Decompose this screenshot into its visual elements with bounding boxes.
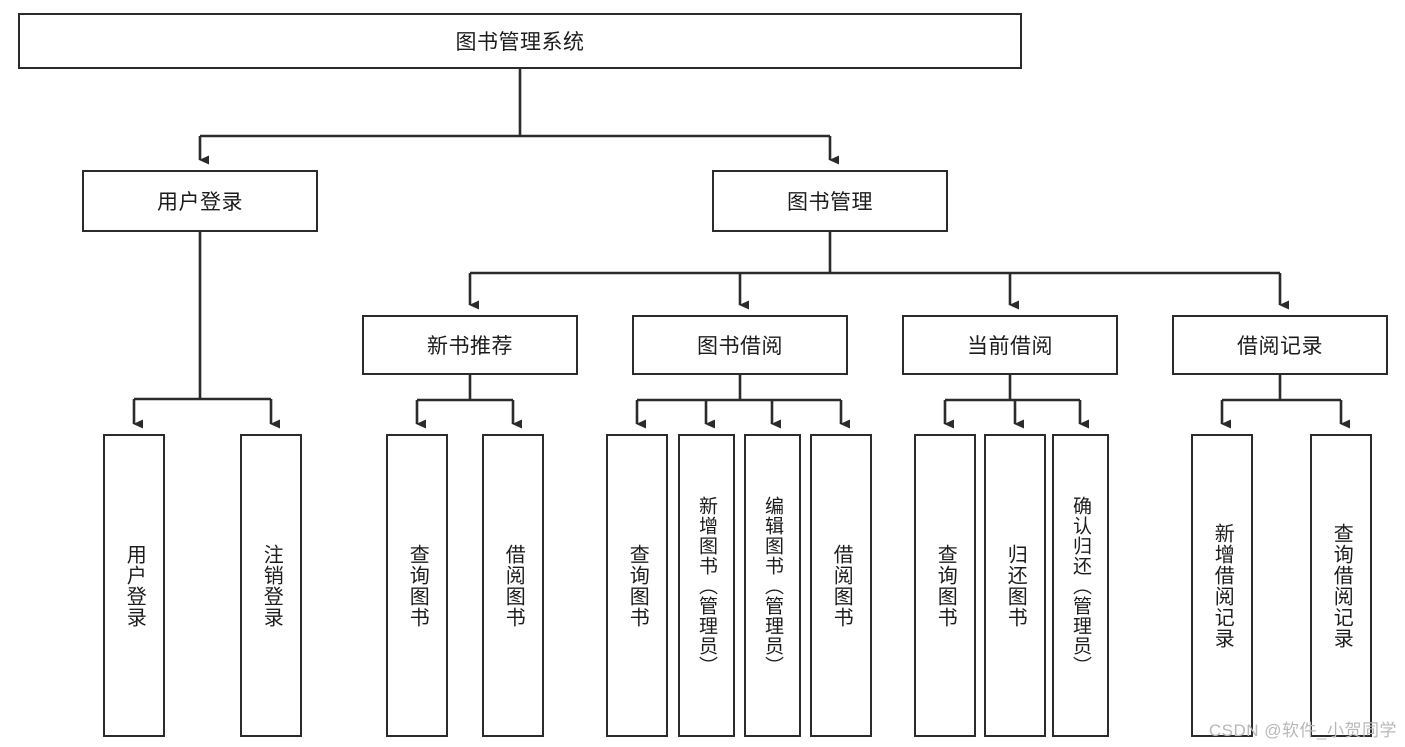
node-leaf-edit-book-label: 编辑图书（管理员） [762,495,784,676]
node-leaf-add-book-label: 新增图书（管理员） [696,495,718,676]
node-user-login-label: 用户登录 [157,191,243,214]
node-leaf-query-book-2[interactable]: 查询图书 [606,434,668,737]
node-user-login[interactable]: 用户登录 [82,170,318,232]
node-leaf-user-login-label: 用户登录 [123,543,146,628]
node-leaf-return-book[interactable]: 归还图书 [984,434,1046,737]
node-leaf-query-book-1[interactable]: 查询图书 [386,434,448,737]
node-leaf-confirm-return-label: 确认归还（管理员） [1070,495,1092,676]
node-current-borrow[interactable]: 当前借阅 [902,315,1118,375]
node-current-borrow-label: 当前借阅 [967,335,1053,358]
node-leaf-logout-label: 注销登录 [260,543,283,628]
node-leaf-add-record-label: 新增借阅记录 [1211,522,1234,649]
node-book-manage-label: 图书管理 [787,191,873,214]
node-leaf-query-book-3[interactable]: 查询图书 [914,434,976,737]
node-borrow-record-label: 借阅记录 [1237,335,1323,358]
node-leaf-add-record[interactable]: 新增借阅记录 [1191,434,1253,737]
node-leaf-query-record[interactable]: 查询借阅记录 [1310,434,1372,737]
node-leaf-borrow-book-2[interactable]: 借阅图书 [810,434,872,737]
node-leaf-borrow-book-1-label: 借阅图书 [502,543,525,628]
watermark: CSDN @软件_小贺同学 [1208,721,1397,740]
node-leaf-user-login[interactable]: 用户登录 [103,434,165,737]
node-leaf-confirm-return[interactable]: 确认归还（管理员） [1052,434,1109,737]
node-leaf-logout[interactable]: 注销登录 [240,434,302,737]
node-leaf-query-book-2-label: 查询图书 [626,543,649,628]
node-root-label: 图书管理系统 [455,31,585,54]
node-leaf-return-book-label: 归还图书 [1004,543,1027,628]
node-leaf-query-record-label: 查询借阅记录 [1330,522,1353,649]
node-leaf-query-book-3-label: 查询图书 [934,543,957,628]
node-root[interactable]: 图书管理系统 [18,13,1022,69]
node-leaf-query-book-1-label: 查询图书 [406,543,429,628]
node-new-book-rec[interactable]: 新书推荐 [362,315,578,375]
node-book-borrow-label: 图书借阅 [697,335,783,358]
node-leaf-borrow-book-2-label: 借阅图书 [830,543,853,628]
node-leaf-edit-book[interactable]: 编辑图书（管理员） [744,434,801,737]
node-book-borrow[interactable]: 图书借阅 [632,315,848,375]
node-borrow-record[interactable]: 借阅记录 [1172,315,1388,375]
node-book-manage[interactable]: 图书管理 [712,170,948,232]
node-leaf-add-book[interactable]: 新增图书（管理员） [678,434,735,737]
node-leaf-borrow-book-1[interactable]: 借阅图书 [482,434,544,737]
node-new-book-rec-label: 新书推荐 [427,335,513,358]
